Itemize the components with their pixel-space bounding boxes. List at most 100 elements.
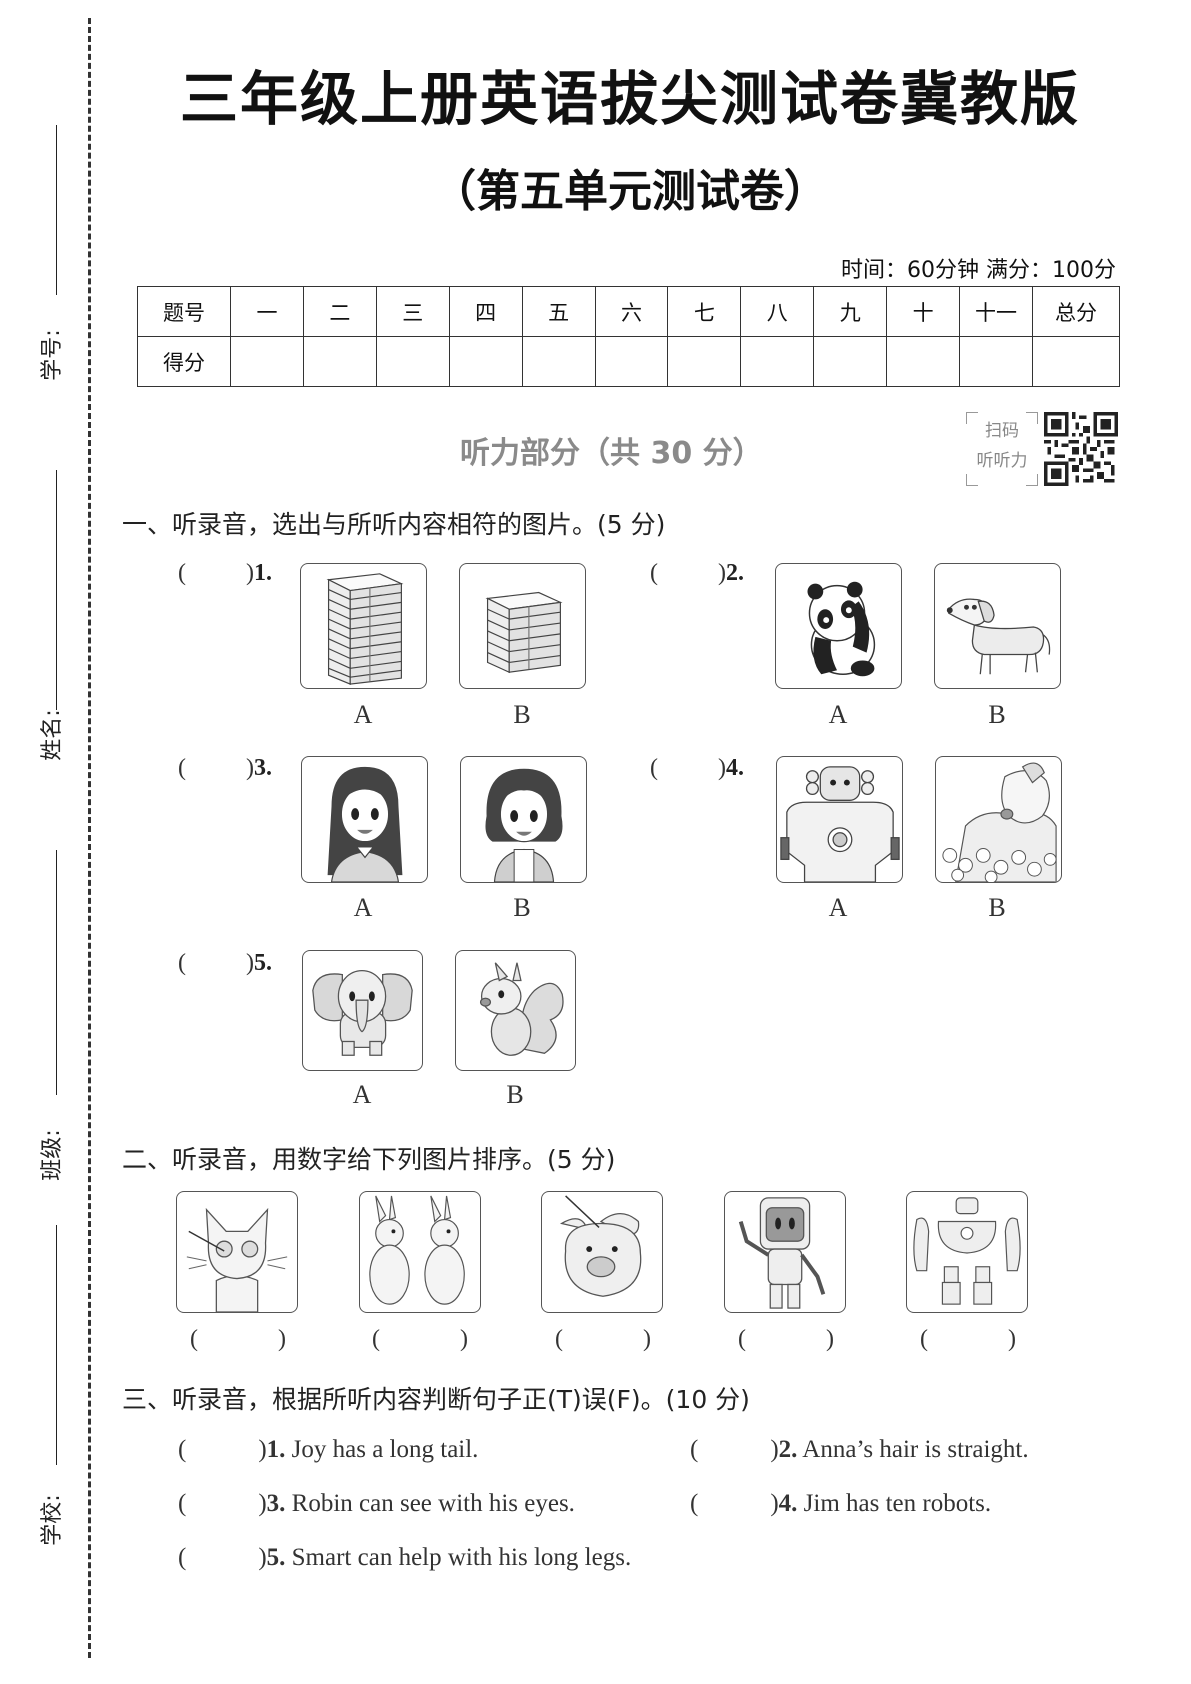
page-subtitle: （第五单元测试卷） — [432, 166, 828, 217]
section-2-title: 二、听录音，用数字给下列图片排序。(5 分) — [122, 1145, 616, 1174]
books-stack-icon — [326, 573, 404, 685]
score-cell[interactable] — [230, 336, 304, 387]
student-id-label: 学号: — [40, 329, 65, 381]
books-stack-icon — [485, 591, 563, 674]
tf-item-2[interactable]: ()2. Anna’s hair is straight. — [690, 1436, 1029, 1463]
column-header: 六 — [594, 286, 669, 337]
binding-cut-line — [88, 18, 91, 1658]
column-header-total: 总分 — [1032, 286, 1120, 337]
column-header: 九 — [813, 286, 888, 337]
robot-icon — [780, 766, 900, 882]
squirrel-icon — [479, 962, 564, 1056]
question-1-answer-blank[interactable]: ()1. — [178, 560, 272, 586]
score-row: 得分 — [137, 336, 1120, 387]
q2-option-b-image-dachshund[interactable] — [934, 563, 1061, 689]
s2-answer-blank-4[interactable]: () — [738, 1326, 834, 1352]
scan-to-listen-label: 扫码 听听力 — [966, 412, 1038, 486]
scan-line-2: 听听力 — [976, 451, 1028, 471]
s2-picture-pig — [541, 1191, 663, 1313]
q5-option-a-image-elephant[interactable] — [302, 950, 423, 1071]
q1-option-b-image-six-books[interactable] — [459, 563, 586, 689]
rabbits-icon — [369, 1195, 465, 1305]
s2-picture-robot-waving — [724, 1191, 846, 1313]
listening-section-banner: 听力部分（共 30 分） — [460, 436, 763, 471]
score-cell[interactable] — [959, 336, 1033, 387]
time-and-score-info: 时间：60分钟 满分：100分 — [841, 258, 1116, 283]
s2-picture-cat — [176, 1191, 298, 1313]
question-4-answer-blank[interactable]: ()4. — [650, 755, 744, 781]
tf-item-5[interactable]: ()5. Smart can help with his long legs. — [178, 1544, 632, 1571]
q3-option-b-image-girl-short-hair[interactable] — [460, 756, 587, 883]
q3-option-a-image-girl-long-hair[interactable] — [301, 756, 428, 883]
cat-icon — [186, 1207, 288, 1312]
column-header: 十 — [886, 286, 961, 337]
pig-icon — [559, 1195, 642, 1297]
name-write-line[interactable] — [56, 470, 57, 710]
column-header: 七 — [667, 286, 742, 337]
score-cell[interactable] — [813, 336, 888, 387]
column-header: 二 — [302, 286, 377, 337]
column-header: 五 — [521, 286, 596, 337]
q4-option-a-label: A — [828, 893, 848, 922]
score-cell[interactable] — [448, 336, 523, 387]
row-header-question-number: 题号 — [137, 286, 231, 337]
school-write-line[interactable] — [56, 1225, 57, 1465]
class-write-line[interactable] — [56, 850, 57, 1095]
s2-answer-blank-2[interactable]: () — [372, 1326, 468, 1352]
q1-option-a-label: A — [353, 700, 373, 729]
score-cell[interactable] — [594, 336, 669, 387]
dog-icon — [946, 598, 1051, 675]
girl-short-hair-icon — [485, 768, 563, 882]
tf-item-4[interactable]: ()4. Jim has ten robots. — [690, 1490, 992, 1517]
tf-item-1[interactable]: ()1. Joy has a long tail. — [178, 1436, 479, 1463]
s2-answer-blank-5[interactable]: () — [920, 1326, 1016, 1352]
score-table: 题号 一 二 三 四 五 六 七 八 九 十 十一 总分 得分 — [137, 286, 1120, 387]
score-cell[interactable] — [375, 336, 450, 387]
robot-parts-icon — [913, 1197, 1021, 1305]
column-header: 八 — [740, 286, 815, 337]
s2-answer-blank-1[interactable]: () — [190, 1326, 286, 1352]
q2-option-b-label: B — [988, 700, 1006, 729]
student-id-write-line[interactable] — [56, 125, 57, 295]
q2-option-a-image-panda[interactable] — [775, 563, 902, 689]
column-header: 三 — [375, 286, 450, 337]
panda-icon — [807, 581, 876, 677]
s2-answer-blank-3[interactable]: () — [555, 1326, 651, 1352]
column-header: 四 — [448, 286, 523, 337]
elephant-icon — [312, 970, 413, 1056]
qr-code-icon[interactable] — [1044, 412, 1118, 486]
score-cell[interactable] — [740, 336, 815, 387]
s2-picture-rabbits — [359, 1191, 481, 1313]
scan-line-1: 扫码 — [985, 421, 1019, 441]
q5-option-a-label: A — [352, 1080, 372, 1109]
question-2-answer-blank[interactable]: ()2. — [650, 560, 744, 586]
class-label: 班级: — [40, 1129, 65, 1181]
q3-option-b-label: B — [513, 893, 531, 922]
q4-option-a-image-robot[interactable] — [776, 756, 903, 883]
score-cell[interactable] — [886, 336, 961, 387]
column-header: 十一 — [959, 286, 1033, 337]
question-5-answer-blank[interactable]: ()5. — [178, 950, 272, 976]
q1-option-b-label: B — [513, 700, 531, 729]
section-3-title: 三、听录音，根据所听内容判断句子正(T)误(F)。(10 分) — [122, 1385, 750, 1414]
q2-option-a-label: A — [828, 700, 848, 729]
q3-option-a-label: A — [353, 893, 373, 922]
q1-option-a-image-ten-books[interactable] — [300, 563, 427, 689]
section-1-title: 一、听录音，选出与所听内容相符的图片。(5 分) — [122, 510, 666, 539]
score-cell-total[interactable] — [1032, 336, 1120, 387]
page-title: 三年级上册英语拔尖测试卷冀教版 — [179, 65, 1080, 133]
row-header-score: 得分 — [137, 336, 231, 387]
q4-option-b-label: B — [988, 893, 1006, 922]
q5-option-b-image-squirrel[interactable] — [455, 950, 576, 1071]
q4-option-b-image-dog-flowers[interactable] — [935, 756, 1062, 883]
score-cell[interactable] — [302, 336, 377, 387]
dog-with-flowers-icon — [942, 762, 1057, 882]
score-cell[interactable] — [667, 336, 742, 387]
tf-item-3[interactable]: ()3. Robin can see with his eyes. — [178, 1490, 575, 1517]
score-cell[interactable] — [521, 336, 596, 387]
girl-long-hair-icon — [327, 766, 403, 882]
q5-option-b-label: B — [506, 1080, 524, 1109]
question-3-answer-blank[interactable]: ()3. — [178, 755, 272, 781]
school-label: 学校: — [40, 1494, 65, 1546]
s2-picture-robot-parts — [906, 1191, 1028, 1313]
